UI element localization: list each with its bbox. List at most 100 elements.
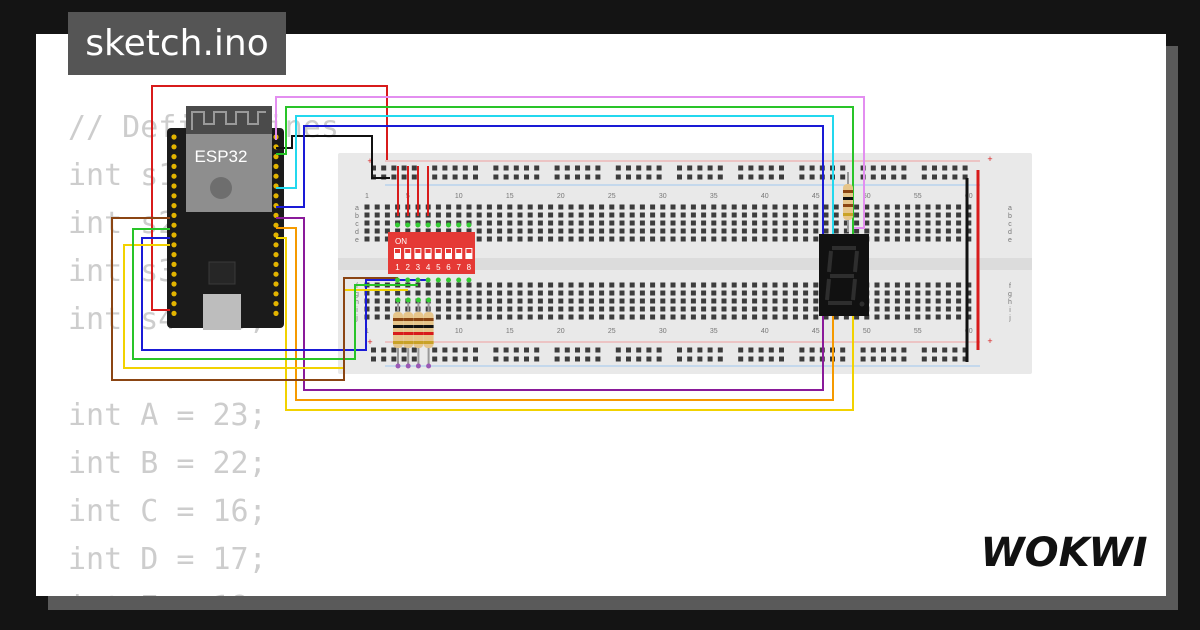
pin-highlight bbox=[415, 222, 421, 228]
dip-toggle bbox=[445, 248, 452, 259]
pin-highlight bbox=[415, 277, 421, 283]
pin-highlight bbox=[435, 277, 441, 283]
dip-toggle-knob bbox=[395, 249, 400, 253]
column-number: 50 bbox=[863, 328, 871, 335]
resistor-band bbox=[393, 325, 403, 328]
file-tab[interactable]: sketch.ino bbox=[68, 12, 286, 75]
wire-cyan bbox=[276, 115, 834, 236]
resistor-band bbox=[413, 332, 424, 335]
dip-number: 5 bbox=[436, 263, 441, 272]
column-number: 1 bbox=[365, 328, 369, 335]
row-letter: d bbox=[355, 229, 359, 236]
column-number: 55 bbox=[914, 193, 922, 200]
resistor-band bbox=[393, 318, 403, 321]
resistor-band bbox=[423, 318, 434, 321]
dip-toggle-knob bbox=[466, 249, 472, 253]
pin-highlight bbox=[446, 222, 451, 228]
column-number: 35 bbox=[710, 328, 718, 335]
wire-yellow bbox=[276, 237, 854, 411]
esp32-pin bbox=[273, 252, 279, 258]
column-number: 45 bbox=[812, 328, 820, 335]
pin-highlight bbox=[415, 297, 421, 303]
rail-plus-label: + bbox=[987, 154, 992, 164]
esp32-pin bbox=[273, 301, 279, 307]
esp32-pin bbox=[273, 291, 279, 297]
row-letter: j bbox=[355, 315, 358, 322]
pin-highlight bbox=[446, 277, 451, 283]
esp32-pin bbox=[171, 193, 177, 199]
row-letter: a bbox=[355, 205, 359, 212]
esp32-pin bbox=[171, 252, 177, 258]
column-number: 15 bbox=[506, 193, 514, 200]
board-label: ESP32 bbox=[195, 147, 248, 166]
dip-toggle bbox=[424, 248, 432, 259]
pin-highlight bbox=[425, 222, 431, 228]
rail-plus-label: + bbox=[367, 337, 372, 347]
esp32-pin bbox=[273, 242, 279, 248]
dip-number: 4 bbox=[426, 263, 431, 272]
wires bbox=[111, 85, 980, 411]
esp32-pin bbox=[273, 154, 279, 160]
pin-highlight bbox=[466, 222, 472, 228]
column-number: 10 bbox=[455, 193, 463, 200]
dip-number: 7 bbox=[456, 263, 461, 272]
pin-highlight bbox=[405, 222, 411, 228]
breadboard-labels: 1155101015152020252530303535404045455050… bbox=[355, 154, 1012, 347]
pin-highlight bbox=[405, 277, 411, 283]
pin-highlight bbox=[456, 222, 462, 228]
row-letter: f bbox=[1009, 283, 1011, 290]
rail-plus-label: + bbox=[987, 336, 992, 346]
resistor-band bbox=[403, 318, 414, 321]
row-letter: h bbox=[1008, 299, 1012, 306]
column-number: 30 bbox=[659, 193, 667, 200]
esp32-pin bbox=[171, 173, 177, 179]
pin-highlight bbox=[395, 222, 400, 228]
dip-toggle-knob bbox=[446, 249, 451, 253]
row-letter: d bbox=[1008, 229, 1012, 236]
esp32-pin bbox=[273, 232, 279, 238]
wire-brown bbox=[111, 217, 398, 381]
row-letter: j bbox=[1008, 315, 1011, 322]
esp32-pin bbox=[171, 271, 177, 277]
row-letter: b bbox=[1008, 213, 1012, 220]
wire-purple bbox=[276, 217, 824, 391]
wire-violet bbox=[275, 96, 865, 229]
esp32-pin bbox=[273, 193, 279, 199]
dip-number: 2 bbox=[405, 263, 410, 272]
pin-highlight bbox=[456, 277, 462, 283]
dip-toggle-knob bbox=[435, 249, 441, 253]
dip-toggle-knob bbox=[405, 249, 411, 253]
wire-blue-top bbox=[276, 125, 824, 236]
dip-on-label: ON bbox=[395, 237, 407, 246]
wokwi-logo: WOKWI bbox=[980, 530, 1147, 576]
resistor-band bbox=[413, 341, 424, 344]
wire-orange bbox=[276, 227, 834, 401]
pin-highlight bbox=[395, 297, 401, 303]
resistor-band bbox=[413, 318, 424, 321]
row-letter: e bbox=[1008, 237, 1012, 244]
resistor-band bbox=[393, 341, 403, 344]
row-letter: a bbox=[1008, 205, 1012, 212]
dip-toggle bbox=[434, 248, 442, 259]
esp32-pin bbox=[273, 163, 279, 169]
column-number: 1 bbox=[365, 193, 369, 200]
esp32-pin bbox=[171, 281, 177, 287]
pin-highlight bbox=[426, 297, 432, 303]
column-number: 10 bbox=[455, 328, 463, 335]
row-letter: g bbox=[355, 291, 359, 298]
esp32-pin bbox=[171, 212, 177, 218]
row-letter: f bbox=[356, 283, 358, 290]
dip-number: 3 bbox=[416, 263, 421, 272]
esp32-pin bbox=[171, 291, 177, 297]
esp32-pin bbox=[273, 281, 279, 287]
resistor-band bbox=[413, 325, 424, 328]
column-number: 60 bbox=[965, 328, 973, 335]
pin-highlight bbox=[425, 277, 431, 283]
pin-highlight bbox=[405, 363, 411, 369]
column-number: 20 bbox=[557, 193, 565, 200]
dip-toggle bbox=[414, 248, 422, 259]
column-number: 20 bbox=[557, 328, 565, 335]
